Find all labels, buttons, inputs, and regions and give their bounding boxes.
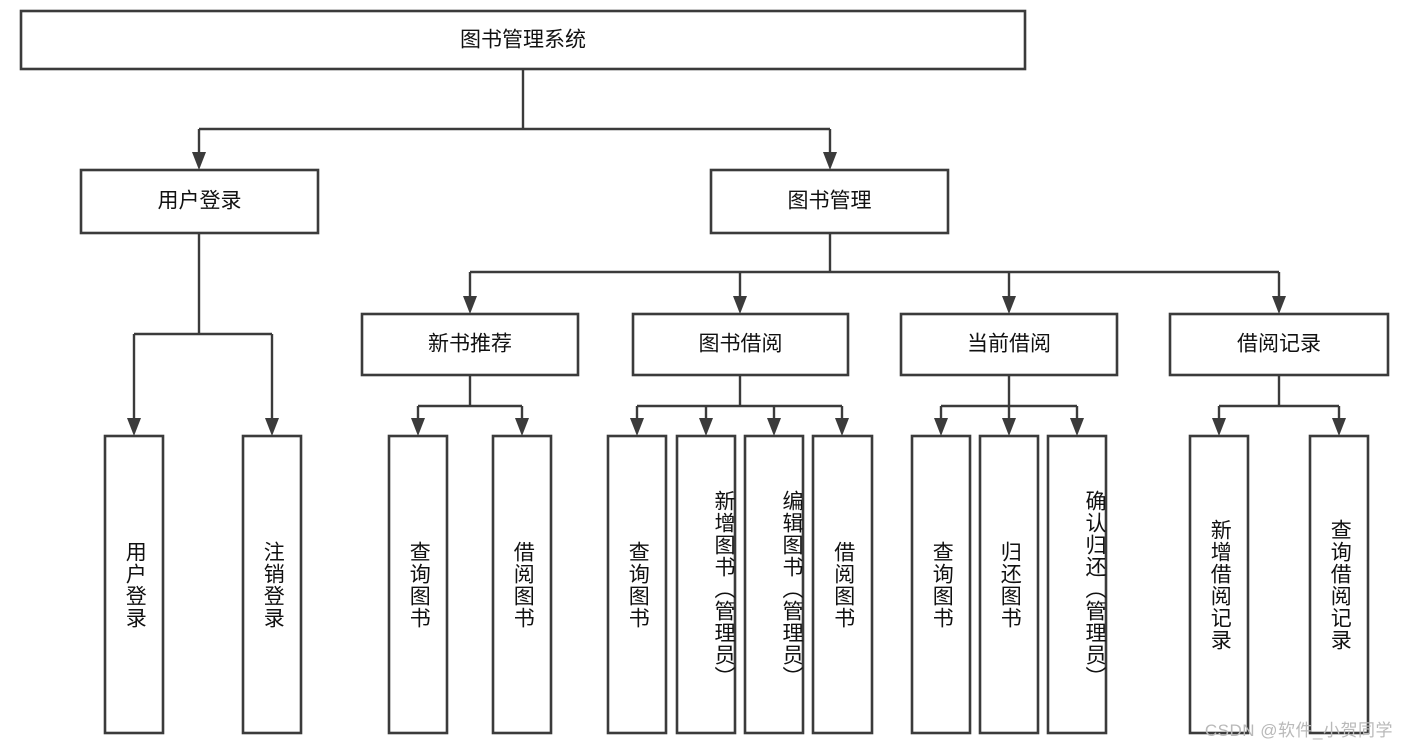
watermark-text: CSDN @软件_小贺同学 bbox=[1204, 721, 1393, 740]
connector-group-borrow-record bbox=[1212, 375, 1346, 436]
node-current-borrow-box[interactable] bbox=[899, 312, 1119, 377]
arrow-new-book-leaf2 bbox=[515, 418, 529, 436]
leaf-box-user-login-1[interactable] bbox=[103, 434, 165, 735]
node-borrow-record-label: 借阅记录 bbox=[1237, 333, 1321, 356]
leaf-box-book-borrow-3[interactable] bbox=[743, 434, 805, 735]
arrow-current-borrow-leaf2 bbox=[1002, 418, 1016, 436]
arrow-borrow-record-leaf1 bbox=[1212, 418, 1226, 436]
connector-group-user-login bbox=[127, 233, 279, 436]
leaf-box-borrow-record-1[interactable] bbox=[1188, 434, 1250, 735]
node-user-login-label: 用户登录 bbox=[158, 190, 242, 213]
node-book-mgmt-label: 图书管理 bbox=[788, 190, 872, 213]
arrow-user-login-leaf2 bbox=[265, 418, 279, 436]
arrow-to-user-login bbox=[192, 152, 206, 170]
node-root-label: 图书管理系统 bbox=[460, 29, 586, 52]
leaf-box-current-borrow-3[interactable] bbox=[1046, 434, 1108, 735]
leaf-box-user-login-2[interactable] bbox=[241, 434, 303, 735]
leaf-box-borrow-record-2[interactable] bbox=[1308, 434, 1370, 735]
connector-group-book-borrow bbox=[630, 375, 849, 436]
leaf-box-new-book-2[interactable] bbox=[491, 434, 553, 735]
leaf-box-book-borrow-1[interactable] bbox=[606, 434, 668, 735]
node-user-login-box[interactable] bbox=[79, 168, 320, 235]
arrow-book-borrow-leaf3 bbox=[767, 418, 781, 436]
arrow-to-new-book bbox=[463, 296, 477, 314]
arrow-current-borrow-leaf1 bbox=[934, 418, 948, 436]
arrow-to-book-borrow bbox=[733, 296, 747, 314]
node-current-borrow-label: 当前借阅 bbox=[967, 333, 1051, 356]
arrow-current-borrow-leaf3 bbox=[1070, 418, 1084, 436]
node-book-borrow-box[interactable] bbox=[631, 312, 850, 377]
arrow-book-borrow-leaf4 bbox=[835, 418, 849, 436]
arrow-new-book-leaf1 bbox=[411, 418, 425, 436]
arrow-user-login-leaf1 bbox=[127, 418, 141, 436]
arrow-to-book-mgmt bbox=[823, 152, 837, 170]
leaf-box-book-borrow-2[interactable] bbox=[675, 434, 737, 735]
connector-group-root bbox=[192, 69, 837, 170]
leaf-box-current-borrow-2[interactable] bbox=[978, 434, 1040, 735]
leaf-box-new-book-1[interactable] bbox=[387, 434, 449, 735]
arrow-book-borrow-leaf1 bbox=[630, 418, 644, 436]
arrow-to-borrow-record bbox=[1272, 296, 1286, 314]
connector-group-new-book bbox=[411, 375, 529, 436]
node-book-mgmt-box[interactable] bbox=[709, 168, 950, 235]
connector-group-book-mgmt bbox=[463, 233, 1286, 314]
leaf-box-current-borrow-1[interactable] bbox=[910, 434, 972, 735]
node-root-box[interactable] bbox=[19, 9, 1027, 71]
arrow-book-borrow-leaf2 bbox=[699, 418, 713, 436]
arrow-borrow-record-leaf2 bbox=[1332, 418, 1346, 436]
node-new-book-box[interactable] bbox=[360, 312, 580, 377]
arrow-to-current-borrow bbox=[1002, 296, 1016, 314]
node-new-book-label: 新书推荐 bbox=[428, 333, 512, 356]
leaf-box-book-borrow-4[interactable] bbox=[811, 434, 874, 735]
node-borrow-record-box[interactable] bbox=[1168, 312, 1390, 377]
connector-group-current-borrow bbox=[934, 375, 1084, 436]
node-book-borrow-label: 图书借阅 bbox=[699, 333, 783, 356]
